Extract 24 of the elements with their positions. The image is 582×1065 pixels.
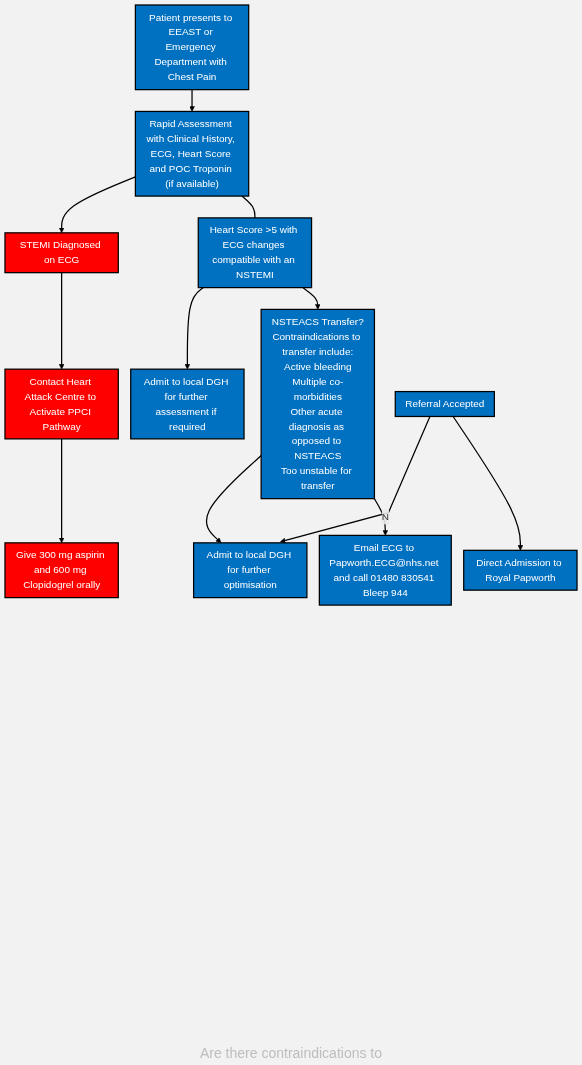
node-box: Rapid Assessment with Clinical History, ECG, Heart Score and POC Troponin (if available) xyxy=(134,110,250,197)
arrow xyxy=(58,176,136,234)
node-box: Direct Admission to Royal Papworth xyxy=(463,549,578,591)
node-box: Patient presents to EEAST or Emergency Department with Chest Pain xyxy=(134,4,250,91)
arrow xyxy=(373,498,389,536)
arrow xyxy=(189,89,195,112)
node-box: NSTEACS Transfer? Contraindications to transfer include: Active bleeding Multiple co-morbidities Other acute diagnosis as opposed to NSTEACS Too unstable for transfer xyxy=(260,308,376,500)
arrow xyxy=(58,438,65,544)
node-box: Heart Score >5 with ECG changes compatible with an NSTEMI xyxy=(197,217,313,289)
connector xyxy=(241,195,256,219)
arrow xyxy=(452,415,524,551)
arrow xyxy=(302,287,321,310)
node-box: Give 300 mg aspirin and 600 mg Clopidogrel orally xyxy=(4,542,119,599)
arrow xyxy=(280,415,431,544)
edge-label: N xyxy=(381,511,389,522)
arrow xyxy=(58,272,65,370)
node-box: Admit to local DGH for further assessment if required xyxy=(130,368,245,440)
node-box: Contact Heart Attack Centre to Activate PPCI Pathway xyxy=(4,368,119,440)
arrow xyxy=(184,287,205,370)
node-box: Referral Accepted xyxy=(394,390,495,418)
arrow xyxy=(205,454,262,544)
node-box: Admit to local DGH for further optimisation xyxy=(193,542,308,599)
node-box: STEMI Diagnosed on ECG xyxy=(4,232,119,274)
node-box: Email ECG to Papworth.ECG@nhs.net and call 01480 830541 Bleep 944 xyxy=(318,534,452,606)
